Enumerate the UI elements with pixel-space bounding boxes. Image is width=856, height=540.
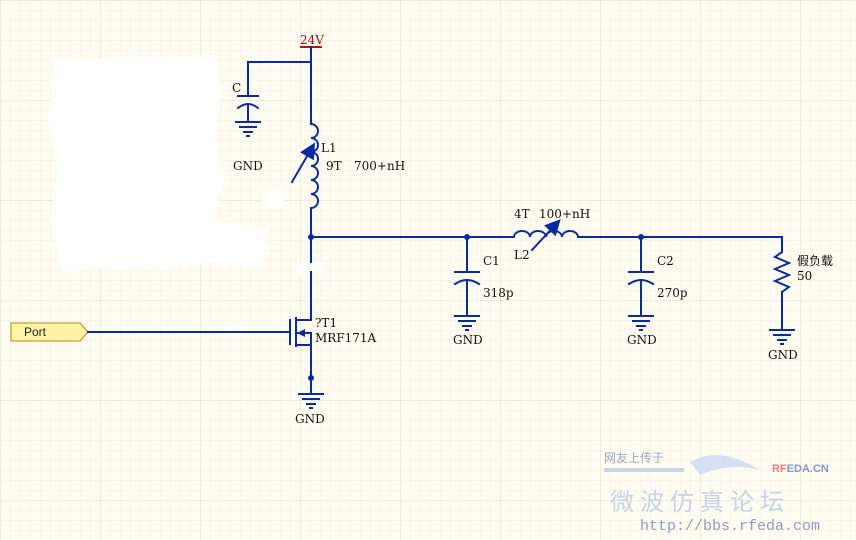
- resistor-load[interactable]: 假负载 50: [772, 236, 833, 331]
- variable-arrow-icon: [290, 142, 316, 184]
- variable-arrow-icon: [530, 219, 561, 252]
- inductor-l2[interactable]: 4T 100+nH L2: [512, 207, 590, 262]
- erased-region: [48, 55, 324, 336]
- l1-ref-label: L1: [321, 141, 337, 155]
- l2-turns-label: 4T: [514, 207, 530, 221]
- supply-24v[interactable]: 24V: [300, 33, 324, 63]
- l2-ref-label: L2: [514, 248, 530, 262]
- c-ref-label: C: [232, 81, 241, 95]
- watermark-brand: RFEDA.CN: [772, 463, 829, 475]
- load-value-label: 50: [797, 269, 812, 283]
- ground-symbol: GND: [453, 315, 483, 347]
- c1-value-label: 318p: [483, 286, 514, 300]
- watermark: 网友上传于 RFEDA.CN 微波仿真论坛 http://bbs.rfeda.c…: [604, 450, 829, 535]
- port-label: Port: [24, 325, 47, 339]
- junction-dot: [308, 234, 314, 240]
- ground-symbol: GND: [768, 329, 798, 362]
- l1-value-label: 700+nH: [354, 159, 405, 173]
- watermark-small: 网友上传于: [604, 450, 664, 465]
- c2-value-label: 270p: [657, 286, 688, 300]
- watermark-title: 微波仿真论坛: [610, 488, 790, 516]
- l1-turns-label: 9T: [326, 159, 342, 173]
- capacitor-c2[interactable]: C2 270p: [627, 236, 688, 317]
- load-ref-label: 假负载: [797, 254, 833, 268]
- gnd-label: GND: [768, 348, 798, 362]
- gnd-label: GND: [453, 333, 483, 347]
- t1-ref-label: ?T1: [315, 316, 337, 330]
- capacitor-c[interactable]: C: [232, 61, 312, 123]
- c2-ref-label: C2: [657, 254, 674, 268]
- ground-symbol: GND: [233, 121, 263, 173]
- main-net-wire: [308, 234, 783, 240]
- watermark-url: http://bbs.rfeda.com: [640, 518, 820, 535]
- junction-dot: [308, 375, 314, 381]
- bird-logo-icon: [690, 455, 760, 475]
- ground-symbol: GND: [295, 393, 325, 426]
- l2-value-label: 100+nH: [539, 207, 590, 221]
- ground-symbol: GND: [627, 315, 657, 347]
- gnd-label: GND: [627, 333, 657, 347]
- c1-ref-label: C1: [483, 254, 500, 268]
- gnd-label: GND: [233, 159, 263, 173]
- t1-part-label: MRF171A: [315, 331, 377, 345]
- port-input[interactable]: Port: [10, 322, 291, 342]
- capacitor-c1[interactable]: C1 318p: [453, 236, 514, 317]
- supply-label: 24V: [300, 33, 324, 47]
- gnd-label: GND: [295, 412, 325, 426]
